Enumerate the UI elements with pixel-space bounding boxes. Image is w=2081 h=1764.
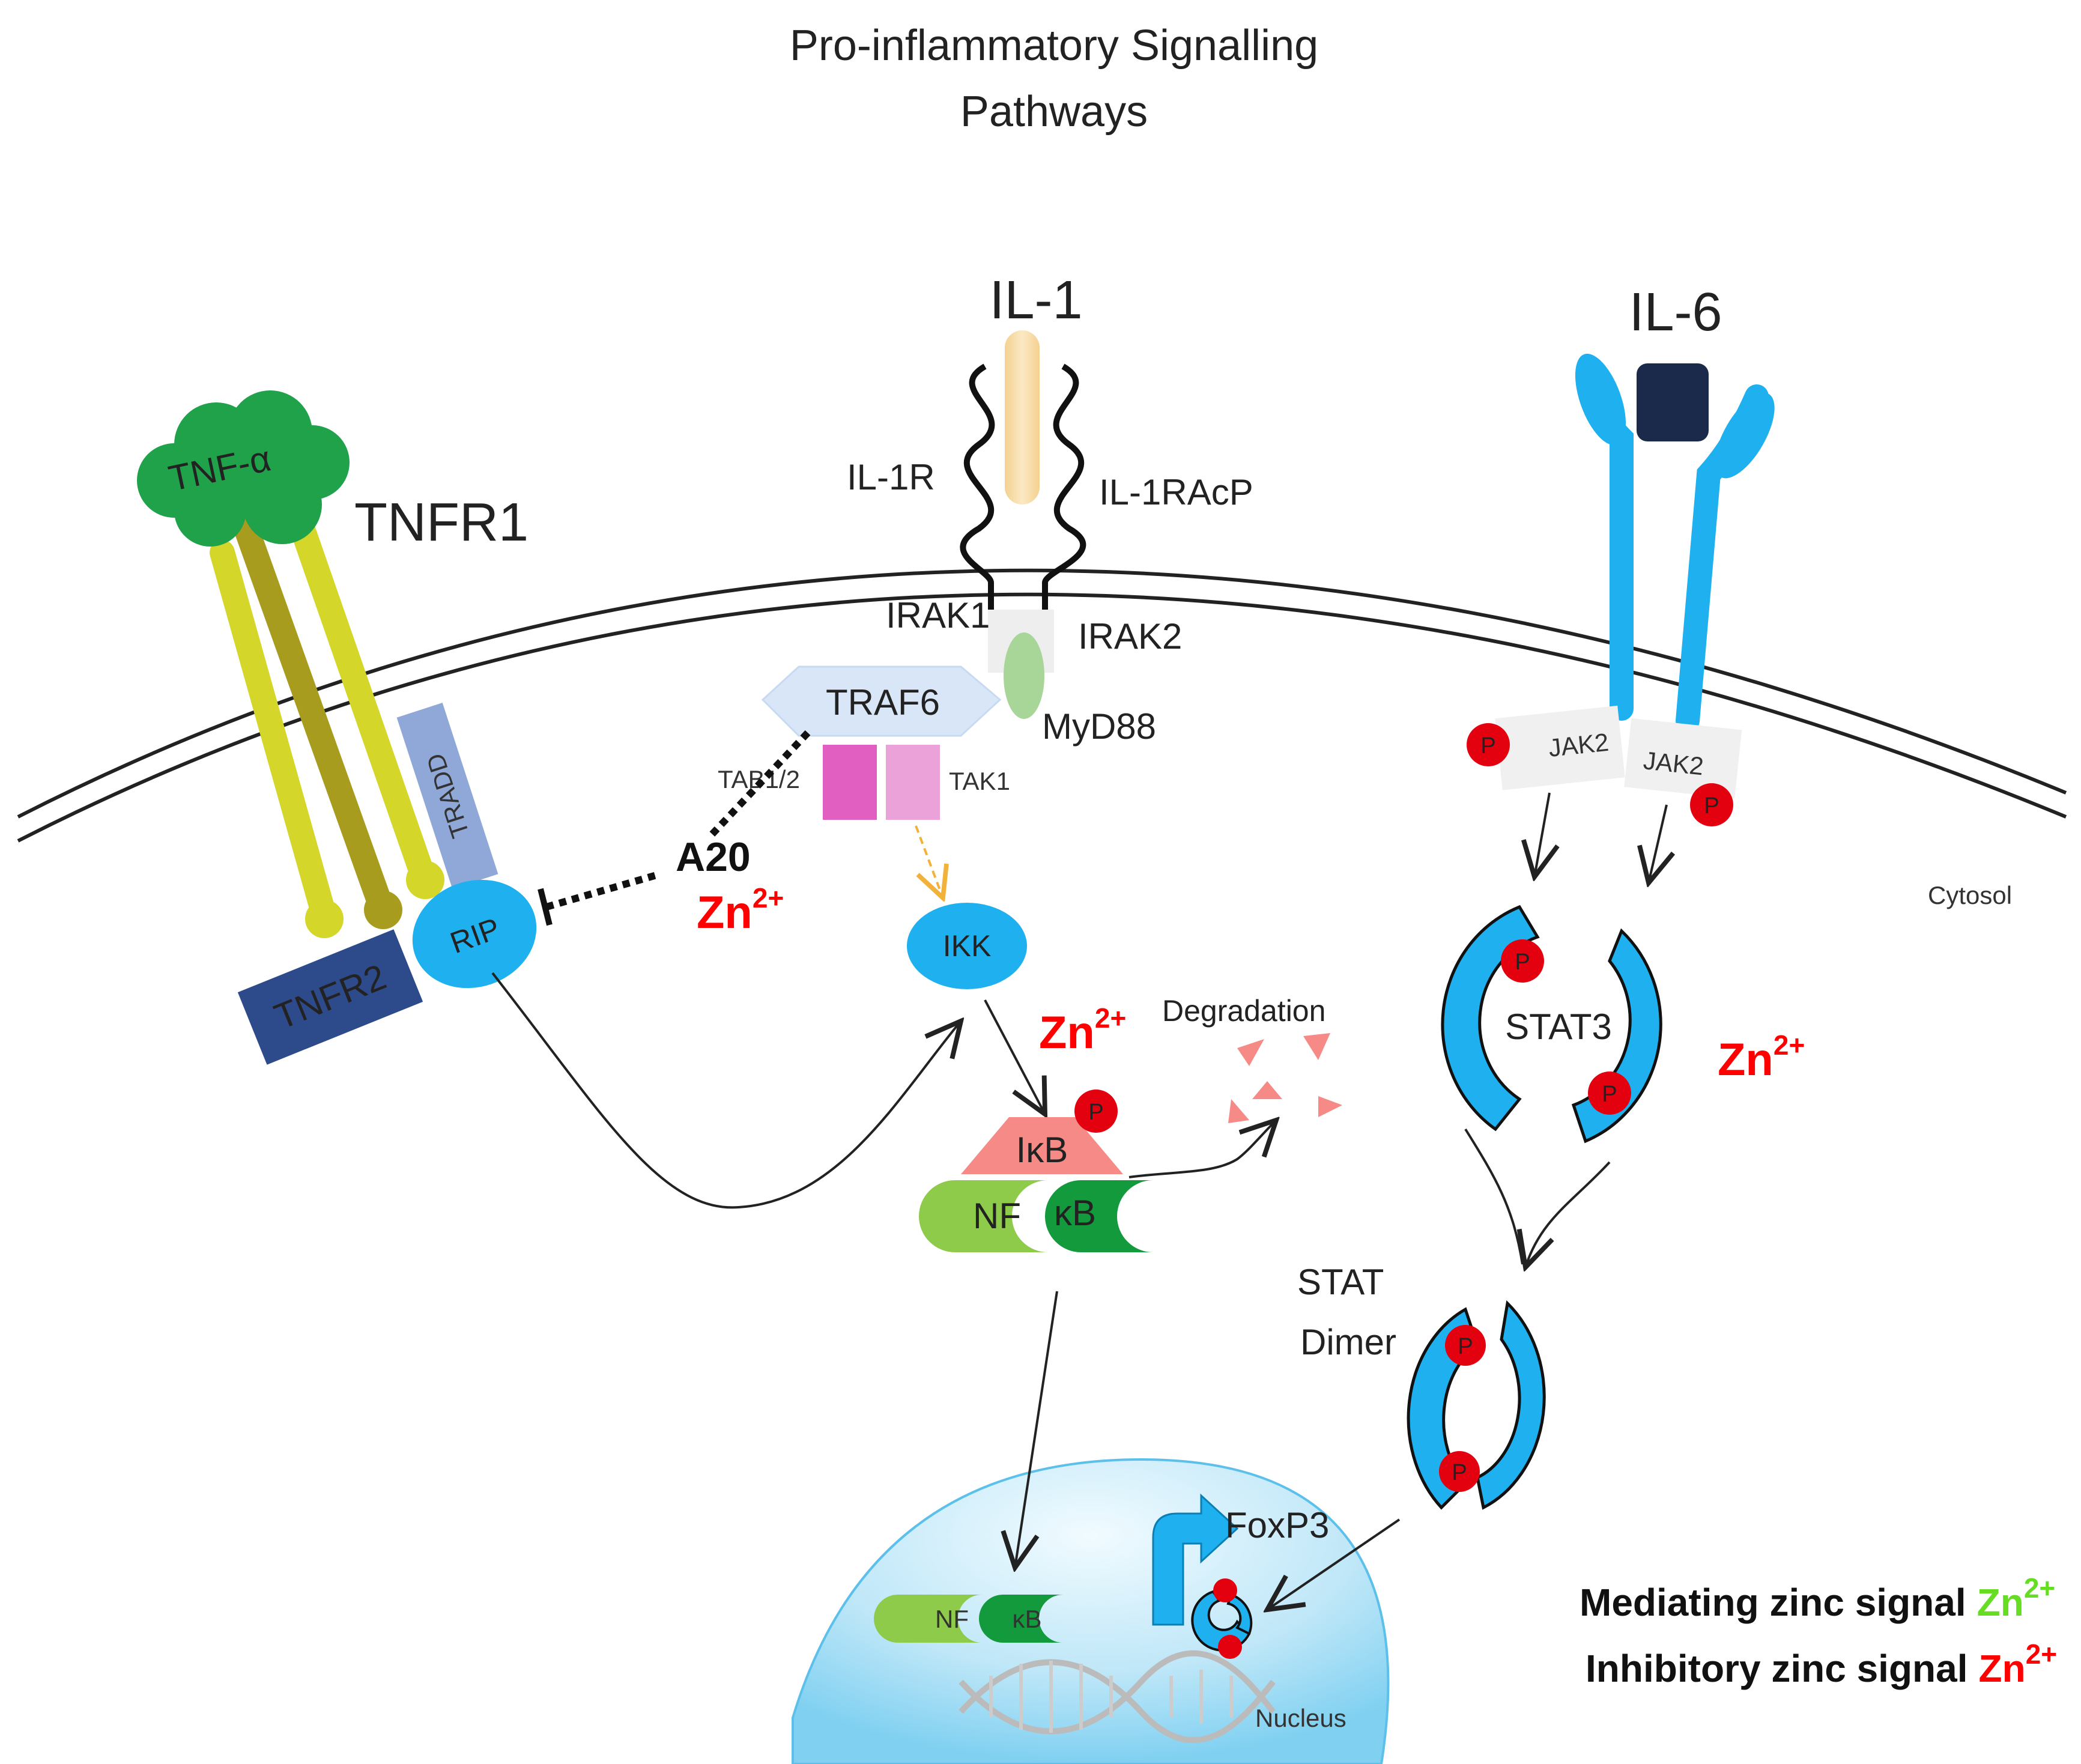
il1r-chain (960, 363, 995, 637)
il6-receptor-right-head (1715, 392, 1775, 479)
irak1-label: IRAK1 (886, 595, 990, 635)
irak2-label: IRAK2 (1078, 616, 1182, 656)
jak2-left-to-stat3-arrow (1534, 792, 1549, 877)
dna-rungs (989, 1661, 1233, 1733)
nucleus (792, 1458, 1390, 1764)
tnfr1-label: TNFR1 (354, 493, 529, 553)
stat3-to-dimer-arrow-left (1464, 1128, 1524, 1265)
stat3-label: STAT3 (1505, 1007, 1612, 1047)
stat3-right (1571, 928, 1662, 1144)
ikk (907, 903, 1027, 989)
ikk-label: IKK (943, 929, 992, 963)
tnfr1-knob-2 (364, 891, 402, 929)
jak2-right (1624, 718, 1742, 799)
nf-label: NF (973, 1196, 1021, 1236)
stat3-left-phospho (1501, 939, 1544, 983)
nucleus-nf-subunit (874, 1595, 982, 1643)
jak2-right-to-stat3-arrow (1649, 804, 1667, 883)
rip-to-ikk-arrow (491, 972, 961, 1209)
stat3-right-phospho-label: P (1602, 1082, 1617, 1107)
tak1 (886, 745, 940, 820)
foxp3-label: FoxP3 (1225, 1505, 1329, 1545)
tnfr1-knob-1 (305, 900, 344, 938)
dna-helix (959, 1650, 1276, 1744)
zinc-a20: Zn2+ (697, 882, 784, 938)
traf6 (761, 665, 1002, 737)
tnfr1-knob-3 (406, 861, 444, 899)
il1racp-chain (1042, 363, 1086, 637)
ikk-to-ikb-arrow (984, 999, 1045, 1114)
jak2-left-label: JAK2 (1547, 728, 1610, 762)
stat-dimer-bottom-phospho (1439, 1451, 1480, 1492)
jak2-left-phospho-label: P (1480, 733, 1495, 759)
zinc-ikk: Zn2+ (1039, 1002, 1126, 1058)
il1r-label: IL-1R (847, 457, 935, 497)
jak2-left-phospho (1467, 723, 1510, 766)
tab-a20-dotted-link (706, 730, 811, 841)
title-line-2: Pathways (960, 88, 1148, 136)
nucleus-stat-dimer (1191, 1578, 1253, 1659)
nucleus-kb-label: κB (1012, 1605, 1041, 1633)
dimer-to-foxp3-arrow (1267, 1518, 1401, 1610)
stat-dimer-label-2: Dimer (1300, 1322, 1396, 1362)
stat-dimer-right (1476, 1300, 1546, 1510)
ikb-phospho-label: P (1088, 1100, 1103, 1125)
ikb-label: IκB (1016, 1130, 1068, 1170)
stat3-to-dimer-arrow-right (1525, 1161, 1611, 1267)
nf-subunit (919, 1180, 1048, 1252)
stat-dimer-top-phospho (1445, 1325, 1486, 1366)
stat-dimer-label-1: STAT (1297, 1262, 1384, 1302)
a20-label: A20 (676, 834, 751, 880)
zinc-stat3: Zn2+ (1718, 1029, 1805, 1085)
a20-inhibition-line (545, 870, 662, 911)
il6-label: IL-6 (1629, 282, 1722, 342)
a20-inhibition-bar (538, 888, 553, 926)
stat-dimer-bottom-phospho-label: P (1452, 1460, 1467, 1485)
myd88 (1004, 632, 1044, 719)
myd88-label: MyD88 (1042, 706, 1156, 747)
ikb-to-degradation-arrow (1128, 1120, 1276, 1178)
jak2-right-phospho (1690, 783, 1733, 826)
tnfr1-rod-2 (234, 516, 394, 920)
tnfr1-rod-3 (288, 510, 436, 890)
nucleus-kb-subunit (979, 1595, 1063, 1643)
nucleus-nf-label: NF (935, 1605, 969, 1633)
title-line-1: Pro-inflammatory Signalling (790, 22, 1318, 70)
il6-ligand (1637, 363, 1709, 441)
stat3-right-phospho (1588, 1071, 1631, 1115)
tab12-label: TAB1/2 (718, 765, 800, 793)
cytosol-label: Cytosol (1928, 881, 2012, 909)
ikb (961, 1117, 1123, 1174)
tak1-to-ikk-arrow (915, 825, 943, 898)
ikb-phospho (1074, 1090, 1118, 1133)
kb-subunit (1045, 1180, 1153, 1252)
nfkb-to-nucleus-arrow (1015, 1291, 1058, 1568)
degradation-fragments (1228, 1033, 1342, 1123)
stat3-left-phospho-label: P (1515, 950, 1530, 975)
tak1-label: TAK1 (949, 767, 1010, 795)
kb-label: κB (1054, 1193, 1096, 1233)
il1-ligand (1005, 330, 1040, 505)
il6-receptor-left-head (1575, 353, 1626, 446)
il1-label: IL-1 (989, 270, 1082, 330)
stat3-left (1441, 905, 1540, 1132)
stat-dimer-top-phospho-label: P (1458, 1334, 1473, 1359)
degradation-label: Degradation (1162, 994, 1325, 1028)
tab12 (823, 745, 877, 820)
jak2-right-phospho-label: P (1704, 793, 1719, 819)
rip: RIP (412, 879, 537, 989)
il1racp-label: IL-1RAcP (1099, 472, 1253, 512)
foxp3-transcription-arrow (1152, 1493, 1239, 1626)
jak2-left (1495, 705, 1625, 790)
traf6-label: TRAF6 (826, 682, 940, 723)
tnf-alpha-ligand (137, 390, 350, 547)
jak2-right-label: JAK2 (1642, 746, 1705, 780)
tnfr2: TNFR2 (237, 929, 423, 1065)
tnfr1-rod-1 (210, 540, 337, 929)
